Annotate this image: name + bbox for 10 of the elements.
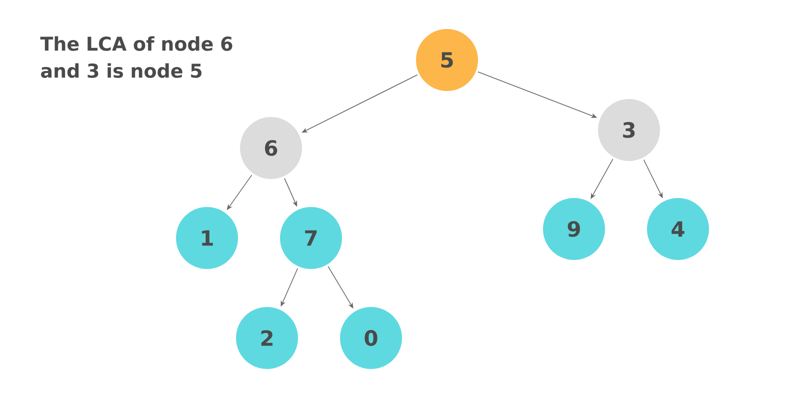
tree-node: 4 [647, 198, 709, 260]
tree-node: 2 [236, 307, 298, 369]
tree-node: 5 [416, 29, 478, 91]
tree-node: 6 [240, 117, 302, 179]
tree-node: 9 [543, 198, 605, 260]
tree-node: 0 [340, 307, 402, 369]
tree-node: 7 [280, 207, 342, 269]
tree-node: 3 [598, 99, 660, 161]
title: The LCA of node 6 and 3 is node 5 [40, 36, 232, 78]
tree-node: 1 [176, 207, 238, 269]
